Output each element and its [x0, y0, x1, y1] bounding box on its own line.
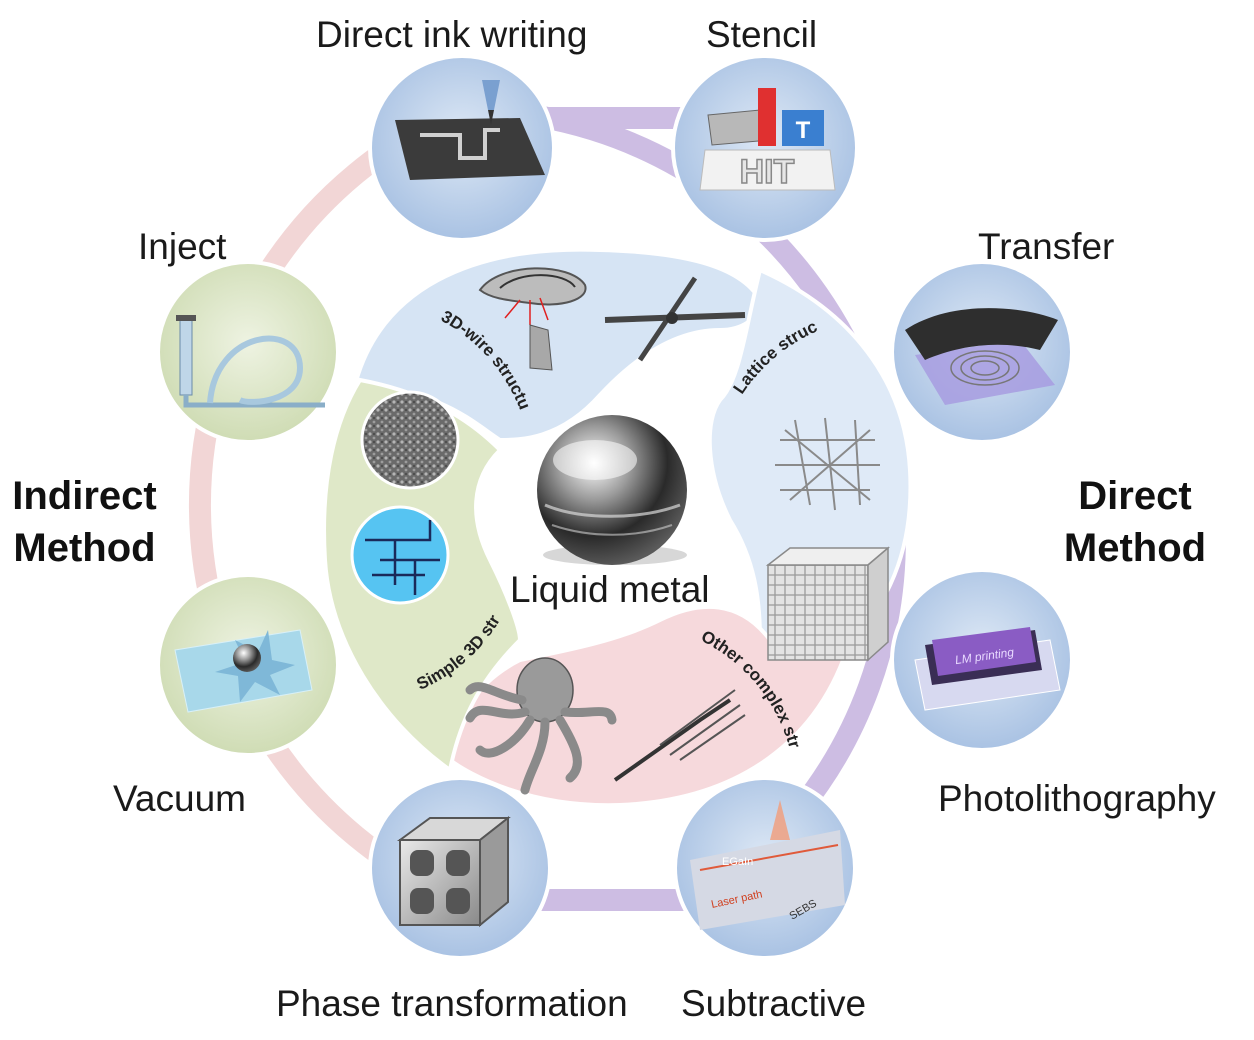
stencil-label: Stencil	[706, 14, 818, 55]
egain-label: EGaIn	[722, 856, 753, 868]
direct-ink-writing-circle	[368, 54, 556, 242]
transfer-label: Transfer	[978, 226, 1115, 267]
petal-3d-wire	[352, 247, 763, 443]
wire-3d-illustration	[478, 267, 746, 371]
simple-3d-illustrations	[350, 390, 460, 605]
indirect-method-line2: Method	[13, 526, 156, 570]
indirect-method-ring	[188, 99, 465, 911]
direct-ink-writing-label: Direct ink writing	[316, 14, 588, 55]
subtractive-circle: EGaIn Laser path SEBS	[673, 776, 857, 960]
inject-label: Inject	[138, 226, 227, 267]
photolithography-label: Photolithography	[938, 778, 1216, 819]
stencil-tag: T	[796, 117, 811, 144]
direct-method-line1: Direct	[1078, 474, 1192, 518]
phase-transformation-circle	[368, 776, 552, 960]
lattice-illustration	[765, 417, 891, 662]
subtractive-label: Subtractive	[681, 983, 867, 1024]
transfer-circle	[890, 260, 1074, 444]
phase-transformation-label: Phase transformation	[276, 983, 628, 1024]
indirect-method-label: Indirect Method	[2, 470, 167, 574]
stencil-circle: HIT T	[671, 54, 859, 242]
stencil-letters: HIT	[740, 153, 795, 191]
direct-method-label: Direct Method	[1050, 470, 1220, 574]
liquid-metal-label: Liquid metal	[510, 569, 710, 610]
octopus-illustration	[465, 657, 617, 795]
fiber-bundle-illustration	[613, 689, 746, 782]
inject-circle	[156, 260, 340, 444]
vacuum-circle	[156, 573, 340, 757]
direct-method-line2: Method	[1063, 526, 1207, 570]
photolithography-circle: LM printing	[890, 568, 1074, 752]
indirect-method-line1: Indirect	[12, 474, 157, 518]
vacuum-label: Vacuum	[113, 778, 246, 819]
liquid-metal-sphere	[537, 415, 687, 565]
